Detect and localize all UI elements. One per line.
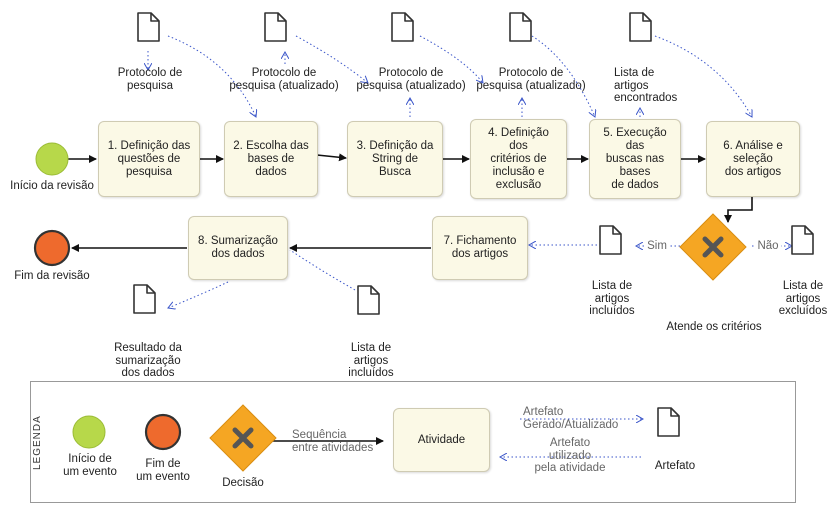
artifact-protocol-1-icon: [137, 12, 160, 42]
gateway-yes-label: Sim: [644, 240, 670, 253]
legend-artifact-label: Artefato: [654, 460, 696, 472]
artifact-included-list-icon: [599, 225, 622, 255]
artifact-excluded-list-icon: [791, 225, 814, 255]
sequence-flows: [68, 153, 753, 445]
artifact-label-protocol-3: Protocolo de pesquisa (atualizado): [356, 67, 466, 92]
artifact-label-protocol-2: Protocolo de pesquisa (atualizado): [229, 67, 339, 92]
artifact-included-list-2-icon: [357, 285, 380, 315]
task-8-data-summary: 8. Sumarização dos dados: [188, 216, 288, 280]
legend-generated-label: Artefato Gerado/Atualizado: [523, 406, 619, 431]
task-4-criteria-definition: 4. Definição dos critérios de inclusão e…: [470, 119, 567, 199]
legend-start-event: [72, 415, 106, 449]
task-1-research-questions: 1. Definição das questões de pesquisa: [98, 121, 200, 197]
legend-sequence-label: Sequência entre atividades: [292, 429, 374, 454]
task-2-database-selection: 2. Escolha das bases de dados: [224, 121, 318, 197]
artifact-label-excluded-list: Lista de artigos excluídos: [778, 280, 828, 317]
end-event: [33, 229, 71, 267]
legend-used-label: Artefato utilizado pela atividade: [534, 437, 606, 474]
start-event: [35, 142, 69, 176]
flow-t2-t3: [316, 153, 347, 162]
artifact-label-summary-result: Resultado da sumarização dos dados: [114, 342, 182, 379]
artifact-label-protocol-4: Protocolo de pesquisa (atualizado): [476, 67, 586, 92]
artifact-found-list-icon: [629, 12, 652, 42]
artifact-protocol-2-icon: [264, 12, 287, 42]
legend-box: [30, 381, 796, 503]
artifact-protocol-4-icon: [509, 12, 532, 42]
end-event-label: Fim da revisão: [14, 270, 90, 282]
legend-activity: Atividade: [393, 408, 490, 472]
artifact-summary-result-icon: [133, 284, 156, 314]
flow-t6-gateway: [724, 197, 753, 223]
start-event-label: Início da revisão: [10, 180, 94, 192]
legend-start-label: Início de um evento: [63, 453, 117, 478]
artifact-label-found-list: Lista de artigos encontrados: [614, 67, 678, 104]
artifact-label-included-list-2: Lista de artigos incluídos: [348, 342, 394, 379]
artifact-label-protocol-1: Protocolo de pesquisa: [117, 67, 183, 92]
artifact-protocol-3-icon: [391, 12, 414, 42]
task-5-search-execution: 5. Execução das buscas nas bases de dado…: [589, 119, 681, 199]
artifact-label-included-list: Lista de artigos incluídos: [589, 280, 635, 317]
decision-gateway: [679, 213, 747, 281]
legend-decision-gateway: [209, 404, 277, 472]
legend-end-label: Fim de um evento: [136, 458, 190, 483]
legend-decision-label: Decisão: [222, 477, 264, 489]
task-7-article-records: 7. Fichamento dos artigos: [432, 216, 528, 280]
gateway-label: Atende os critérios: [666, 321, 762, 333]
gateway-no-label: Não: [755, 240, 781, 253]
task-6-article-analysis: 6. Análise e seleção dos artigos: [706, 121, 800, 197]
legend-title: LEGENDA: [32, 415, 43, 470]
legend-end-event: [144, 413, 182, 451]
task-3-search-string: 3. Definição da String de Busca: [347, 121, 443, 197]
